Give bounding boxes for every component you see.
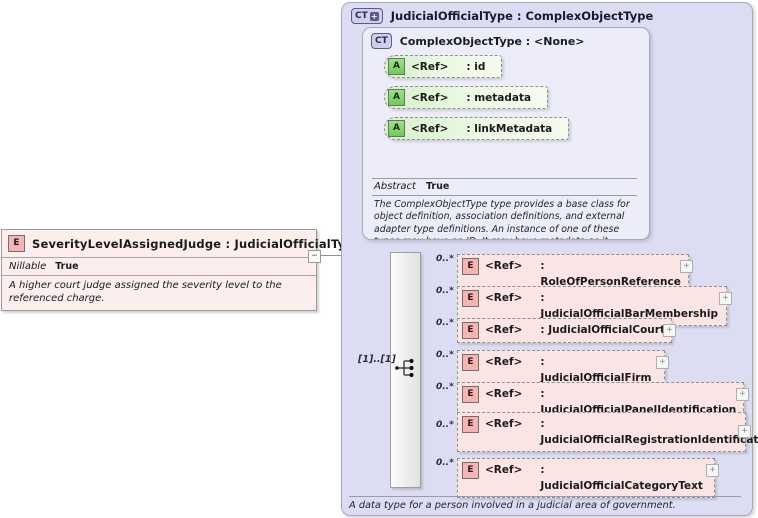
element-badge-icon: E — [462, 258, 479, 275]
attribute-ref: <Ref> — [411, 60, 449, 73]
element-name: : JudicialOfficialRegistrationIdentifica… — [540, 418, 758, 446]
abstract-value: True — [425, 181, 450, 192]
attribute-row[interactable]: A <Ref> : linkMetadata — [384, 117, 570, 140]
complextype-title: JudicialOfficialType : ComplexObjectType — [390, 9, 654, 23]
sequence-compositor-box[interactable] — [390, 252, 421, 488]
child-element-row[interactable]: E <Ref> : JudicialOfficialRegistrationId… — [457, 412, 758, 452]
expand-plus-icon[interactable]: + — [680, 260, 693, 273]
attribute-name: : metadata — [466, 91, 532, 104]
attribute-badge-icon: A — [388, 58, 405, 75]
element-ref-box[interactable]: E <Ref> : JudicialOfficialRegistrationId… — [457, 412, 758, 452]
divider — [372, 178, 637, 179]
child-cardinality: 0..* — [436, 286, 454, 296]
expand-plus-icon[interactable]: + — [736, 388, 749, 401]
expand-plus-icon[interactable]: + — [656, 356, 669, 369]
child-cardinality: 0..* — [436, 254, 454, 264]
expand-plus-icon[interactable]: + — [663, 324, 676, 337]
element-header: E SeverityLevelAssignedJudge : JudicialO… — [2, 230, 362, 257]
complextype-badge-ct-icon[interactable]: CT — [371, 33, 392, 49]
property-value: True — [55, 261, 79, 272]
element-badge-icon: E — [462, 322, 479, 339]
complextype-footer-documentation: A data type for a person involved in a j… — [349, 496, 741, 511]
child-cardinality: 0..* — [436, 420, 454, 430]
child-element-row[interactable]: E <Ref> : JudicialOfficialCategoryText + — [457, 458, 719, 498]
attribute-row[interactable]: A <Ref> : metadata — [384, 86, 549, 109]
expand-plus-icon[interactable]: + — [369, 11, 379, 21]
attribute-name: : id — [466, 60, 486, 73]
element-ref-box[interactable]: E <Ref> : JudicialOfficialCategoryText + — [457, 458, 719, 498]
element-ref: <Ref> — [485, 464, 523, 476]
element-badge-icon: E — [8, 235, 25, 252]
element-badge-icon: E — [462, 462, 479, 479]
abstract-key: Abstract — [374, 181, 416, 192]
divider — [372, 195, 637, 196]
child-element-row[interactable]: E <Ref> : JudicialOfficialCourt + — [457, 318, 676, 343]
divider — [349, 496, 741, 497]
ct-badge-text: CT — [375, 35, 388, 46]
collapse-minus-icon[interactable]: − — [308, 250, 321, 263]
element-badge-icon: E — [462, 354, 479, 371]
element-name: : RoleOfPersonReference — [540, 260, 681, 288]
sequence-compositor-icon — [395, 358, 414, 378]
element-badge-icon: E — [462, 386, 479, 403]
element-ref: <Ref> — [485, 260, 523, 272]
divider — [2, 275, 316, 276]
expand-plus-icon[interactable]: + — [719, 292, 732, 305]
element-ref-box[interactable]: E <Ref> : JudicialOfficialCourt + — [457, 318, 676, 343]
element-ref: <Ref> — [485, 324, 523, 336]
child-cardinality: 0..* — [436, 318, 454, 328]
basetype-title: ComplexObjectType : <None> — [399, 34, 585, 48]
basetype-header: CT ComplexObjectType : <None> — [371, 33, 585, 49]
attribute-box[interactable]: A <Ref> : id — [384, 55, 503, 78]
page-title: SeverityLevelAssignedJudge : JudicialOff… — [32, 236, 362, 251]
element-ref: <Ref> — [485, 356, 523, 368]
element-name: : JudicialOfficialCategoryText — [540, 464, 703, 492]
complextype-header: CT + JudicialOfficialType : ComplexObjec… — [351, 8, 653, 24]
attribute-badge-icon: A — [388, 89, 405, 106]
sequence-cardinality: [1]..[1] — [358, 354, 396, 365]
basetype-abstract-block: Abstract True The ComplexObjectType type… — [372, 178, 637, 239]
attribute-ref: <Ref> — [411, 91, 449, 104]
attribute-row[interactable]: A <Ref> : id — [384, 55, 503, 78]
element-property-nillable: Nillable True — [2, 258, 316, 275]
element-name: : JudicialOfficialBarMembership — [540, 292, 718, 320]
child-cardinality: 0..* — [436, 350, 454, 360]
attribute-name: : linkMetadata — [466, 122, 553, 135]
child-cardinality: 0..* — [436, 458, 454, 468]
attribute-box[interactable]: A <Ref> : metadata — [384, 86, 549, 109]
expand-plus-icon[interactable]: + — [706, 464, 719, 477]
footer-documentation-text: A data type for a person involved in a j… — [349, 500, 676, 511]
abstract-property-row: Abstract True — [372, 179, 637, 195]
child-cardinality: 0..* — [436, 382, 454, 392]
element-badge-icon: E — [462, 290, 479, 307]
element-ref: <Ref> — [485, 418, 523, 430]
ct-badge-text: CT — [355, 10, 368, 21]
complextype-badge-ct-plus-icon[interactable]: CT + — [351, 8, 383, 24]
attribute-box[interactable]: A <Ref> : linkMetadata — [384, 117, 570, 140]
basetype-documentation: The ComplexObjectType type provides a ba… — [374, 199, 630, 239]
property-key: Nillable — [9, 261, 47, 272]
element-name: : JudicialOfficialFirm — [540, 356, 652, 384]
divider — [2, 257, 316, 258]
element-ref: <Ref> — [485, 292, 523, 304]
attribute-ref: <Ref> — [411, 122, 449, 135]
expand-plus-icon[interactable]: + — [738, 425, 751, 438]
element-documentation: A higher court judge assigned the severi… — [9, 280, 282, 304]
element-name: : JudicialOfficialCourt — [540, 324, 665, 336]
attribute-badge-icon: A — [388, 120, 405, 137]
element-definition-box[interactable]: E SeverityLevelAssignedJudge : JudicialO… — [1, 229, 362, 311]
element-badge-icon: E — [462, 416, 479, 433]
element-ref: <Ref> — [485, 388, 523, 400]
